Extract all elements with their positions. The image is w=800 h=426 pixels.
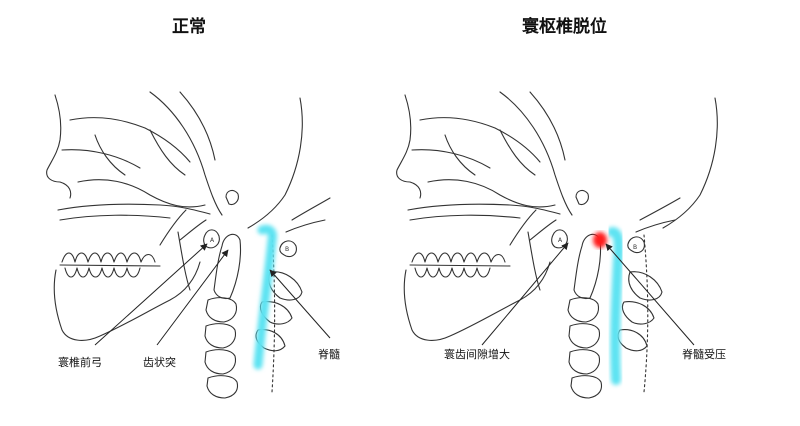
- pointer-lines-normal: [94, 243, 331, 346]
- panel-title-dislocation: 寰枢椎脱位: [522, 17, 607, 37]
- label-odontoid: 齿状突: [143, 356, 176, 369]
- pointer-lines-dislocation: [481, 242, 695, 346]
- spinal-cord-compressed: [607, 227, 624, 385]
- panel-title-normal: 正常: [172, 17, 206, 37]
- label-cord-compression: 脊髓受压: [682, 348, 726, 361]
- letter-b-dislocation: B: [633, 244, 637, 251]
- skull-sketch-dislocation: [396, 91, 718, 399]
- skull-sketch-normal: [46, 91, 331, 399]
- letter-a-dislocation: A: [558, 237, 563, 244]
- letter-b-normal: B: [285, 246, 289, 253]
- letter-a-normal: A: [210, 237, 215, 244]
- label-spinal-cord: 脊髓: [318, 348, 340, 361]
- label-widened-gap: 寰齿间隙增大: [444, 348, 510, 361]
- label-anterior-arch: 寰椎前弓: [58, 356, 102, 369]
- compression-spot: [593, 232, 607, 248]
- spinal-cord-normal: [253, 224, 277, 370]
